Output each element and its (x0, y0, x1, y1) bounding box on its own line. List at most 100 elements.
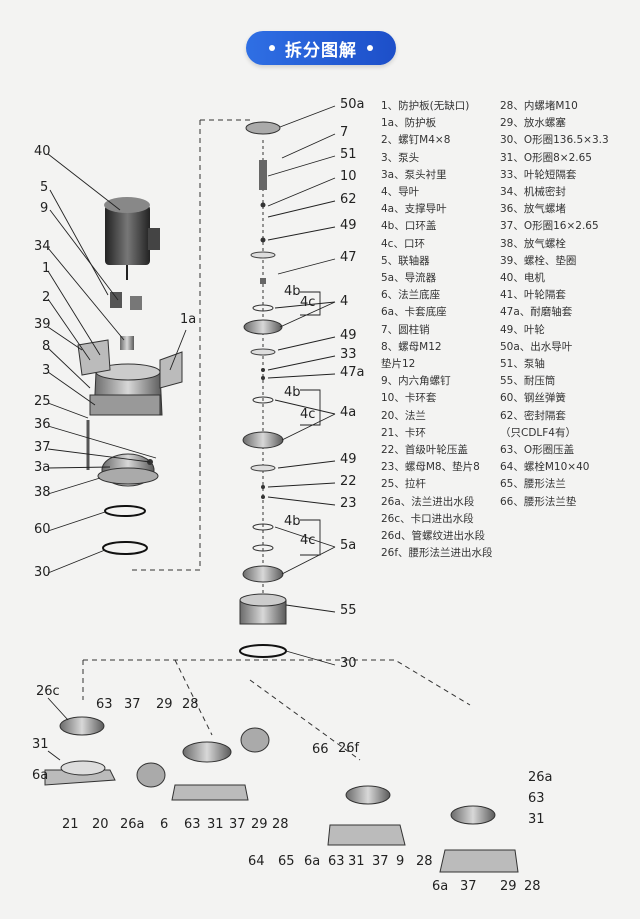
callout-label: 4b (284, 284, 301, 299)
callout-label: 3 (42, 363, 50, 378)
callout-label: 33 (340, 347, 357, 362)
legend-column-1: 1、防护板(无缺口) 1a、防护板 2、螺钉M4×8 3、泵头 3a、泵头衬里 4、导叶 4… (381, 98, 501, 562)
callout-label: 28 (272, 817, 289, 832)
callout-label: 36 (34, 417, 51, 432)
callout-label: 62 (340, 192, 357, 207)
legend-item: 64、螺栓M10×40 (500, 461, 590, 474)
legend-item: 1a、防护板 (381, 117, 437, 130)
legend-item: 5、联轴器 (381, 254, 430, 267)
callout-label: 49 (340, 452, 357, 467)
legend-item: 60、钢丝弹簧 (500, 392, 566, 405)
callout-label: 26c (36, 684, 60, 699)
callout-label: 63 (184, 817, 201, 832)
legend-item: 55、耐压筒 (500, 375, 556, 388)
callout-label: 26a (528, 770, 553, 785)
legend-item: 26a、法兰进出水段 (381, 495, 475, 508)
legend-item: 40、电机 (500, 272, 545, 285)
legend-item: 垫片12 (381, 358, 416, 371)
callout-label: 2 (42, 290, 50, 305)
callout-label: 30 (340, 656, 357, 671)
callout-label: 51 (340, 147, 357, 162)
page-title-pill: 拆分图解 (246, 31, 396, 65)
bottom-base-1 (44, 716, 116, 786)
leader-lines (47, 105, 336, 761)
legend-item: 23、螺母M8、垫片8 (381, 461, 480, 474)
callout-label: 7 (340, 125, 348, 140)
legend-item: 66、腰形法兰垫 (500, 495, 577, 508)
legend-item: 6a、卡套底座 (381, 306, 447, 319)
legend-item: 2、螺钉M4×8 (381, 134, 451, 147)
legend-item: 31、O形圈8×2.65 (500, 151, 592, 164)
callout-labels: 4059341239832536373a3860301a50a751106249… (32, 97, 553, 894)
legend-item: 26c、卡口进出水段 (381, 512, 474, 525)
callout-label: 6a (32, 768, 48, 783)
bottom-base-4 (439, 805, 519, 873)
callout-label: 37 (229, 817, 246, 832)
callout-label: 63 (96, 697, 113, 712)
callout-label: 4c (300, 295, 315, 310)
callout-label: 3a (34, 460, 50, 475)
callout-label: 31 (348, 854, 365, 869)
callout-label: 4b (284, 385, 301, 400)
callout-label: 6a (304, 854, 320, 869)
legend-item: 1、防护板(无缺口) (381, 100, 470, 112)
callout-label: 10 (340, 169, 357, 184)
legend-item: 30、O形圈136.5×3.3 (500, 134, 609, 147)
legend-item: 41、叶轮隔套 (500, 289, 566, 302)
callout-label: 5a (340, 538, 356, 553)
legend-item: 7、圆柱销 (381, 323, 430, 336)
callout-label: 47 (340, 250, 357, 265)
callout-label: 4c (300, 407, 315, 422)
legend-item: 49、叶轮 (500, 323, 545, 336)
callout-label: 5 (40, 180, 48, 195)
callout-label: 60 (34, 522, 51, 537)
legend-item: 39、螺栓、垫圈 (500, 254, 577, 267)
legend-item: 26f、腰形法兰进出水段 (381, 547, 493, 560)
legend-item: 21、卡环 (381, 426, 426, 439)
legend-item: 25、拉杆 (381, 478, 426, 491)
o-rings-left (102, 505, 148, 555)
callout-label: 6a (432, 879, 448, 894)
callout-label: 55 (340, 603, 357, 618)
bottom-base-3 (327, 785, 406, 846)
legend-item: （只CDLF4有） (500, 426, 576, 439)
dot-icon (269, 45, 275, 51)
legend-item: 4b、口环盖 (381, 220, 437, 233)
callout-label: 49 (340, 328, 357, 343)
legend-item: 62、密封隔套 (500, 409, 566, 422)
legend-item: 9、内六角螺钉 (381, 375, 451, 388)
callout-label: 9 (396, 854, 404, 869)
page-title: 拆分图解 (285, 40, 357, 61)
legend-item: 4、导叶 (381, 186, 420, 199)
callout-label: 40 (34, 144, 51, 159)
callout-label: 28 (524, 879, 541, 894)
callout-label: 26a (120, 817, 145, 832)
callout-label: 20 (92, 817, 109, 832)
group-brackets (300, 291, 321, 556)
legend-item: 34、机械密封 (500, 186, 566, 199)
legend-item: 3、泵头 (381, 151, 420, 164)
callout-label: 64 (248, 854, 265, 869)
callout-label: 37 (34, 440, 51, 455)
callout-label: 25 (34, 394, 51, 409)
legend-item: 50a、出水导叶 (500, 340, 573, 353)
callout-label: 28 (182, 697, 199, 712)
legend-item: 4c、口环 (381, 237, 425, 250)
callout-label: 28 (416, 854, 433, 869)
callout-label: 4a (340, 405, 356, 420)
callout-label: 29 (156, 697, 173, 712)
legend-item: 65、腰形法兰 (500, 478, 566, 491)
legend-item: 47a、耐磨轴套 (500, 306, 573, 319)
legend-item: 3a、泵头衬里 (381, 168, 447, 181)
callout-label: 1a (180, 312, 196, 327)
legend-item: 8、螺母M12 (381, 340, 442, 353)
callout-label: 31 (528, 812, 545, 827)
callout-label: 1 (42, 261, 50, 276)
callout-label: 29 (251, 817, 268, 832)
callout-label: 23 (340, 496, 357, 511)
legend-item: 10、卡环套 (381, 392, 437, 405)
callout-label: 6 (160, 817, 168, 832)
callout-label: 37 (460, 879, 477, 894)
